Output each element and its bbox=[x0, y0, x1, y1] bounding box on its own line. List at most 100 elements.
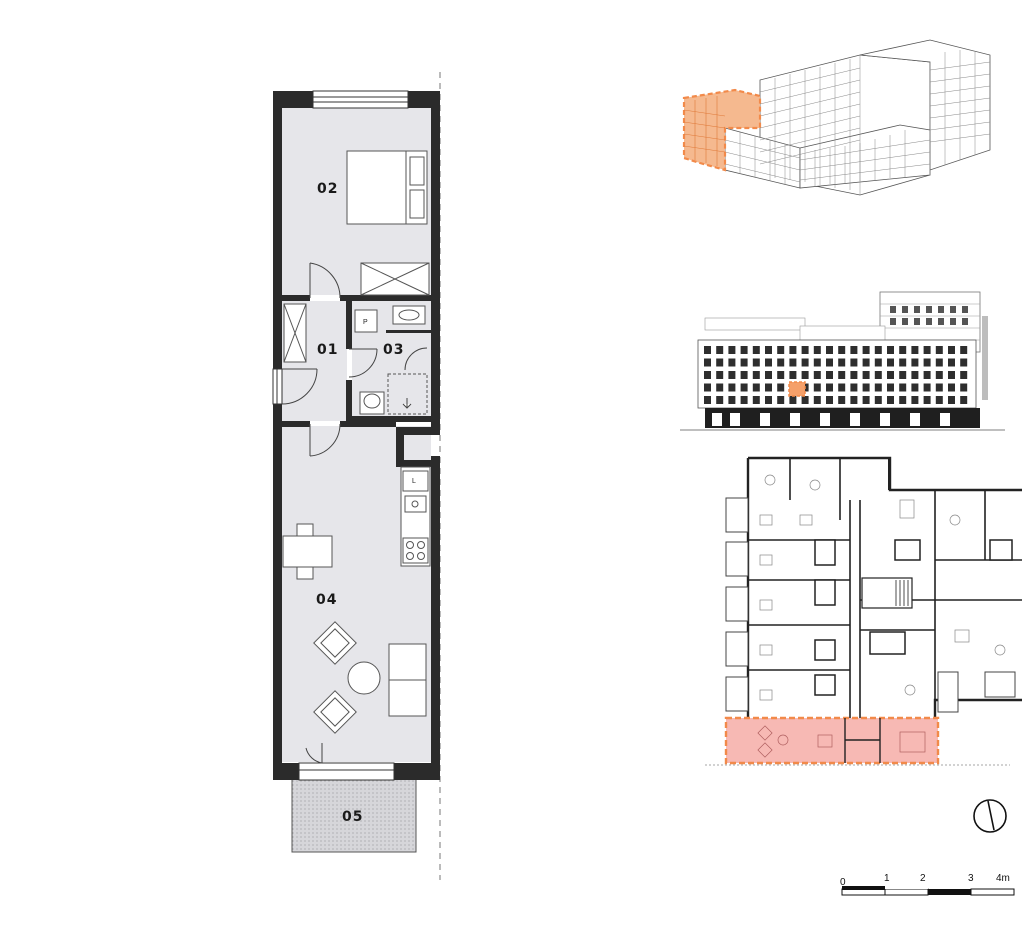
facade-window bbox=[740, 371, 748, 379]
room-label-05: 05 bbox=[342, 809, 363, 825]
facade-window bbox=[862, 371, 870, 379]
facade-window bbox=[752, 346, 760, 354]
balcony-door bbox=[298, 743, 395, 781]
facade-window bbox=[911, 383, 919, 392]
armchair-bottom bbox=[313, 690, 357, 734]
facade-window bbox=[899, 396, 907, 404]
facade-window bbox=[716, 371, 724, 379]
facade-window bbox=[813, 346, 821, 354]
facade-window bbox=[740, 383, 748, 392]
facade-window bbox=[716, 346, 724, 354]
facade-window bbox=[740, 358, 748, 367]
coffee-table bbox=[347, 661, 381, 695]
facade-window bbox=[826, 383, 833, 392]
wardrobe-bedroom bbox=[360, 262, 430, 296]
facade-window bbox=[728, 396, 736, 404]
facade-window bbox=[850, 358, 858, 367]
facade-window bbox=[850, 346, 858, 354]
facade-window bbox=[826, 396, 833, 404]
facade-window bbox=[777, 396, 785, 404]
facade-window bbox=[838, 383, 846, 392]
wardrobe-hall bbox=[283, 303, 307, 363]
facade-window bbox=[960, 371, 968, 379]
facade-window bbox=[960, 358, 968, 367]
facade-window bbox=[923, 383, 931, 392]
facade-window bbox=[777, 358, 785, 367]
balcony-05 bbox=[291, 777, 417, 853]
facade-window bbox=[728, 358, 736, 367]
facade-window bbox=[838, 371, 846, 379]
scale-tick-3: 3 bbox=[968, 873, 974, 884]
facade-window bbox=[862, 383, 870, 392]
facade-window bbox=[813, 396, 821, 404]
facade-window bbox=[752, 396, 760, 404]
facade-window bbox=[887, 346, 894, 354]
facade-elevation-icon bbox=[680, 291, 1005, 431]
window-top bbox=[312, 90, 409, 109]
facade-window bbox=[765, 371, 772, 379]
facade-windows bbox=[704, 346, 968, 404]
exterior-walls bbox=[273, 91, 440, 780]
facade-window bbox=[899, 358, 907, 367]
boiler-label: P bbox=[363, 319, 368, 326]
facade-window bbox=[765, 383, 772, 392]
facade-window bbox=[801, 346, 809, 354]
facade-window bbox=[923, 371, 931, 379]
facade-window bbox=[862, 358, 870, 367]
facade-window bbox=[862, 396, 870, 404]
doors bbox=[281, 262, 428, 457]
facade-window bbox=[777, 383, 785, 392]
facade-window bbox=[752, 383, 760, 392]
facade-window bbox=[887, 371, 894, 379]
facade-window bbox=[789, 396, 797, 404]
facade-window bbox=[911, 358, 919, 367]
facade-window bbox=[813, 371, 821, 379]
facade-window bbox=[935, 396, 943, 404]
facade-window bbox=[801, 371, 809, 379]
facade-window bbox=[923, 358, 931, 367]
facade-window bbox=[862, 346, 870, 354]
facade-window bbox=[887, 396, 894, 404]
facade-window bbox=[728, 383, 736, 392]
facade-window bbox=[740, 396, 748, 404]
bathroom-fixtures bbox=[354, 305, 428, 415]
facade-window bbox=[874, 358, 882, 367]
facade-window bbox=[838, 346, 846, 354]
facade-window bbox=[801, 396, 809, 404]
facade-window bbox=[874, 396, 882, 404]
facade-window bbox=[887, 358, 894, 367]
facade-window bbox=[838, 396, 846, 404]
highlighted-block-axo bbox=[682, 88, 762, 172]
facade-window bbox=[948, 371, 955, 379]
facade-window bbox=[752, 371, 760, 379]
facade-window bbox=[874, 371, 882, 379]
facade-window bbox=[948, 358, 955, 367]
facade-window bbox=[716, 396, 724, 404]
facade-window bbox=[716, 358, 724, 367]
facade-window bbox=[923, 346, 931, 354]
facade-window bbox=[789, 346, 797, 354]
highlighted-unit-facade bbox=[788, 381, 806, 397]
armchair-top bbox=[313, 621, 357, 665]
facade-window bbox=[789, 358, 797, 367]
facade-window bbox=[789, 371, 797, 379]
facade-window bbox=[948, 346, 955, 354]
facade-window bbox=[838, 358, 846, 367]
facade-window bbox=[899, 371, 907, 379]
room-label-01: 01 bbox=[317, 342, 338, 358]
scale-tick-1: 1 bbox=[884, 873, 890, 884]
facade-body bbox=[697, 339, 977, 409]
facade-window bbox=[911, 396, 919, 404]
facade-window bbox=[752, 358, 760, 367]
scale-tick-4m: 4m bbox=[996, 873, 1010, 884]
facade-window bbox=[704, 346, 711, 354]
scale-bar: 0 1 2 3 4m bbox=[840, 873, 1015, 896]
facade-window bbox=[704, 371, 711, 379]
facade-window bbox=[850, 383, 858, 392]
facade-window bbox=[777, 346, 785, 354]
dining-table bbox=[282, 523, 333, 580]
facade-window bbox=[960, 346, 968, 354]
facade-window bbox=[935, 371, 943, 379]
fridge-label: L bbox=[412, 478, 416, 485]
